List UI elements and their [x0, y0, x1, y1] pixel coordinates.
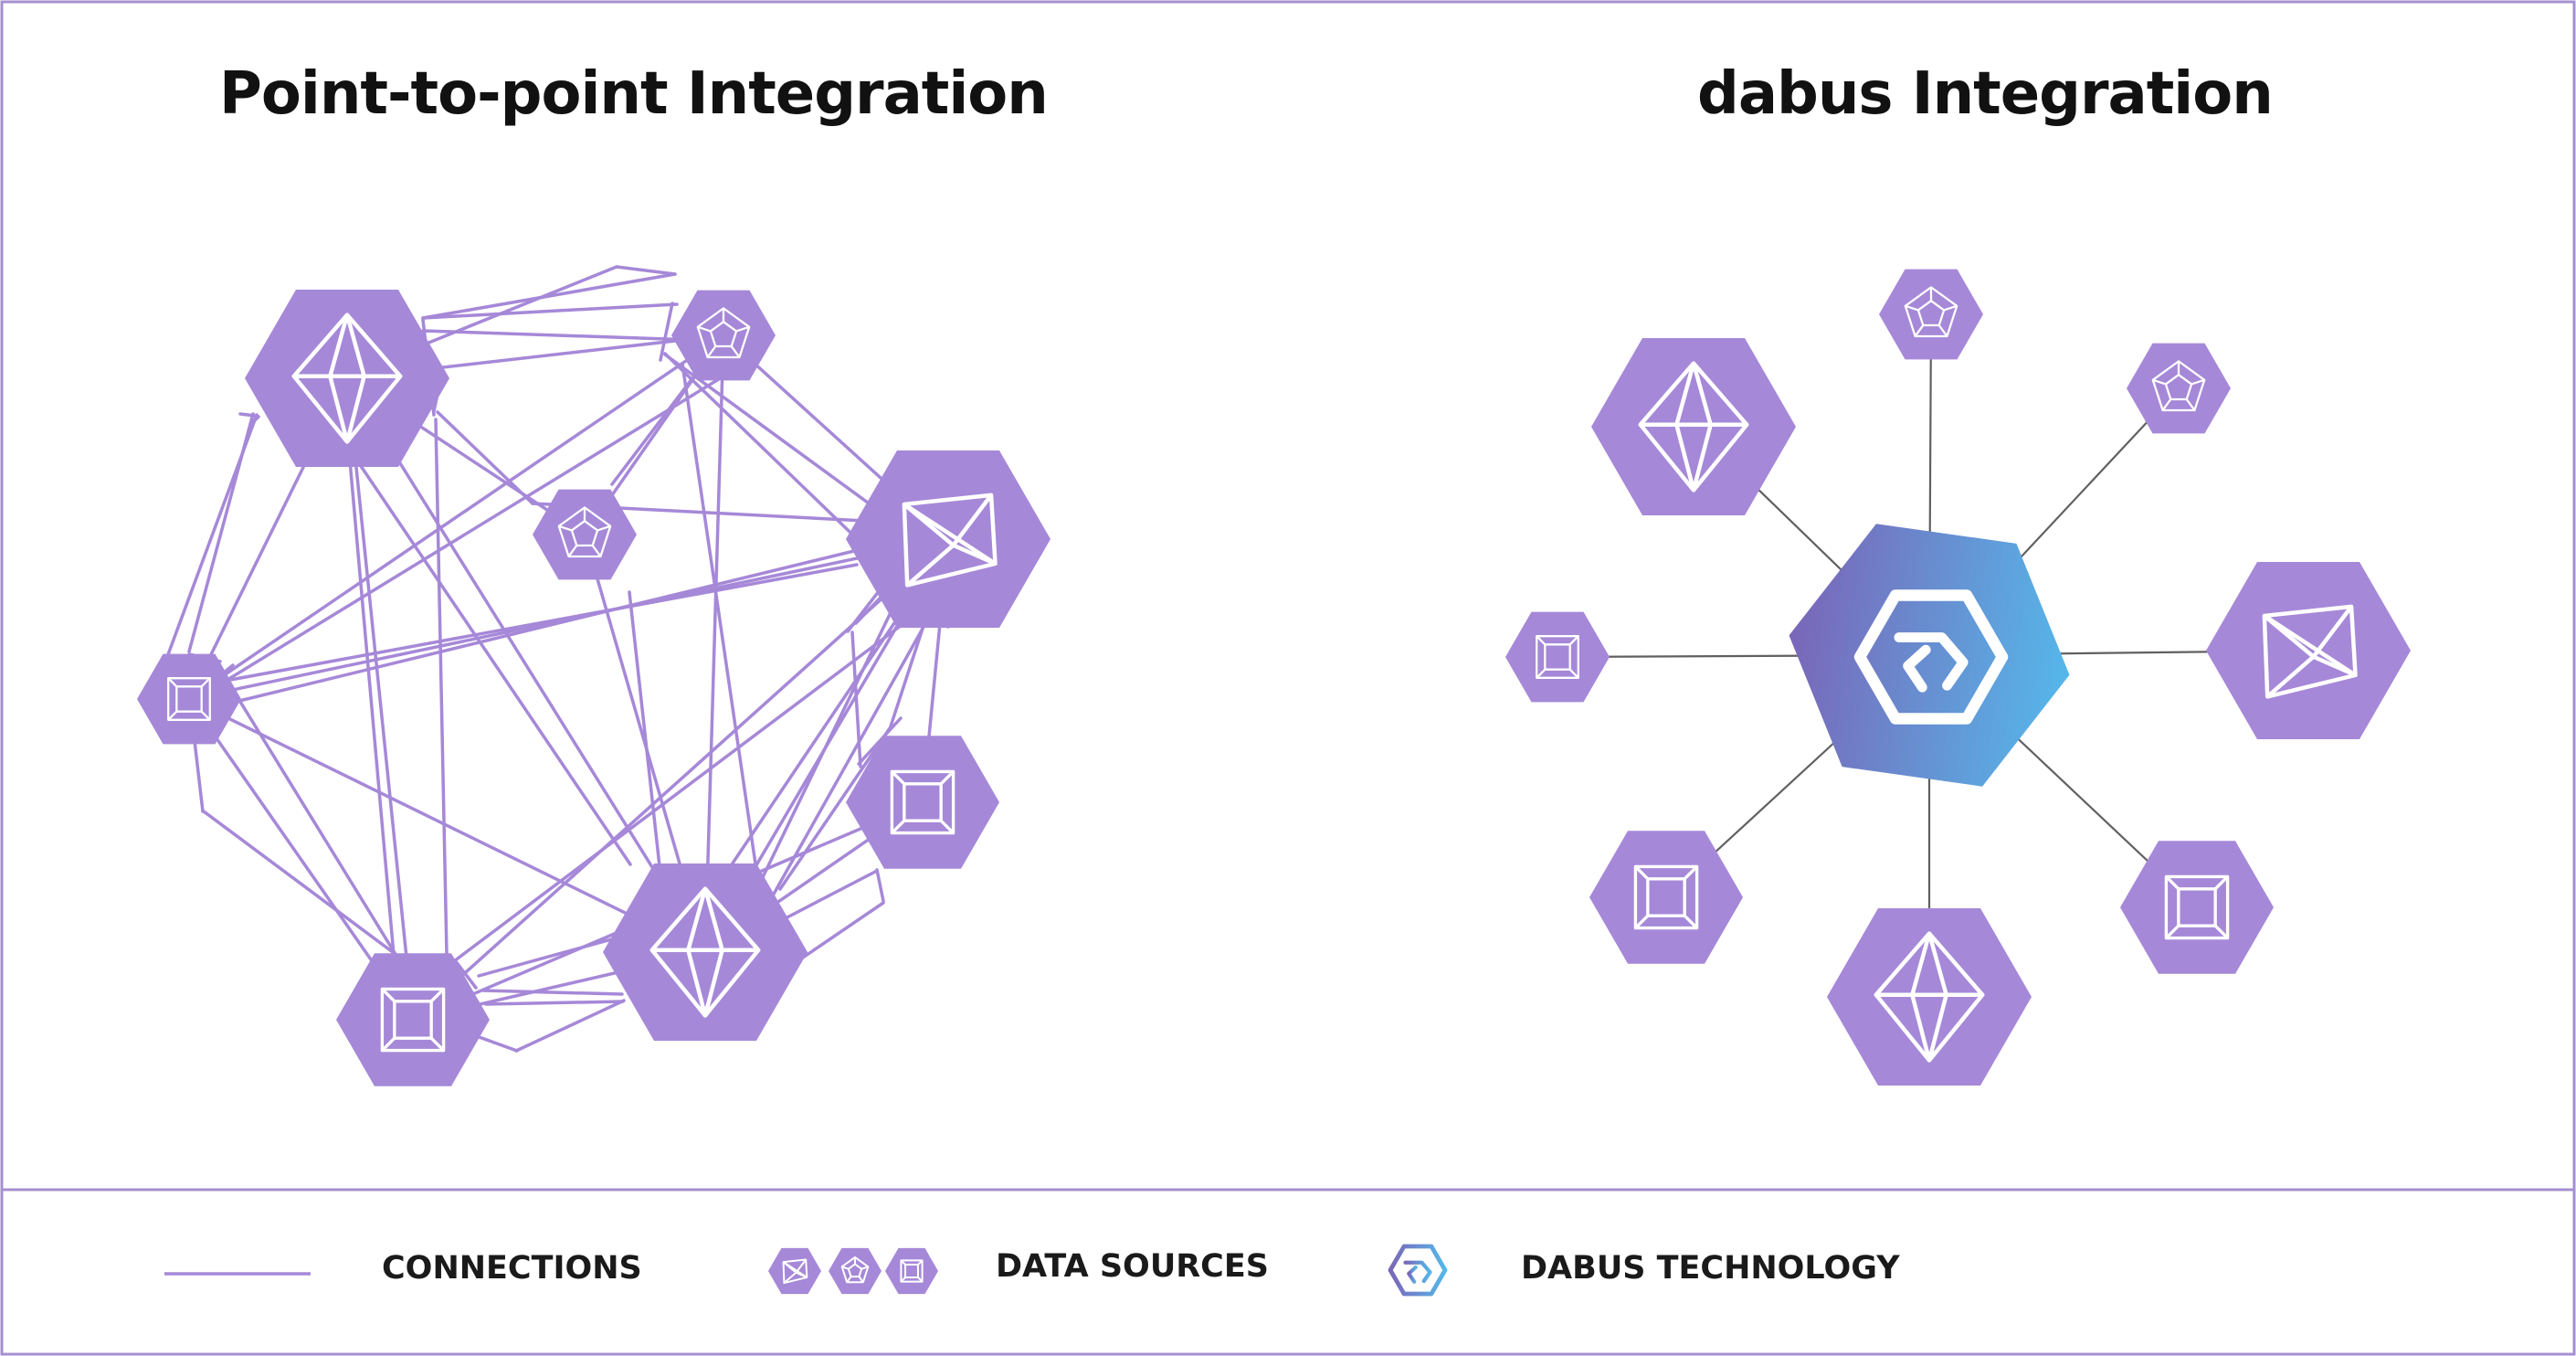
hub-hexagon	[1789, 524, 2070, 787]
square-frame-icon	[890, 769, 955, 835]
connection-line	[187, 412, 255, 653]
connection-line	[452, 612, 918, 963]
connection-line	[514, 999, 626, 1053]
hexagon-shape	[2127, 343, 2231, 434]
data-source-node	[137, 653, 241, 745]
connection-line	[251, 415, 260, 424]
legend-dabus-logo	[1388, 1244, 1448, 1297]
data-source-node	[1591, 338, 1796, 515]
connection-line	[875, 868, 885, 903]
connection-line	[681, 362, 760, 885]
connection-line	[615, 265, 677, 276]
data-source-node	[846, 736, 999, 869]
dabus-nodes	[1505, 269, 2411, 1086]
connection-line	[421, 329, 695, 342]
connection-line	[188, 697, 706, 954]
connection-line	[703, 334, 725, 953]
pentagon-icon	[840, 1255, 870, 1284]
connection-line	[484, 1000, 625, 1006]
pentagon-icon	[1904, 286, 1958, 338]
data-source-node	[603, 863, 808, 1041]
right-title: dabus Integration	[1697, 60, 2274, 128]
connection-line	[238, 548, 860, 703]
tetrahedron-icon	[2262, 604, 2358, 699]
connection-line	[762, 619, 929, 914]
square-frame-icon	[167, 677, 211, 721]
data-source-node	[245, 290, 449, 467]
tetrahedron-icon	[782, 1258, 808, 1285]
point-to-point-nodes	[137, 290, 1050, 1086]
connection-line	[188, 334, 724, 701]
data-source-node	[2206, 562, 2411, 739]
connection-line	[778, 869, 879, 923]
connection-line	[421, 272, 677, 320]
connection-line	[221, 376, 723, 684]
connection-line	[228, 683, 398, 958]
square-frame-icon	[380, 987, 446, 1053]
legend-data-source-node	[768, 1247, 821, 1295]
square-frame-icon	[1633, 864, 1699, 930]
connection-line	[202, 810, 409, 965]
pentagon-icon	[557, 506, 612, 558]
data-source-node	[2127, 343, 2231, 434]
hexagon-shape	[846, 736, 999, 869]
data-source-node	[671, 290, 776, 381]
hexagon-shape	[533, 489, 637, 580]
data-source-node	[846, 450, 1050, 628]
data-source-node	[1505, 611, 1610, 703]
connection-line	[778, 726, 892, 891]
connection-line	[214, 563, 859, 684]
data-source-node	[1827, 908, 2032, 1086]
legend-data-sources-label: DATA SOURCES	[996, 1248, 1269, 1285]
square-frame-icon	[1536, 635, 1579, 679]
connection-line	[345, 377, 415, 1021]
hexagon-shape	[885, 1247, 938, 1295]
connection-line	[659, 302, 674, 362]
connection-line	[345, 377, 707, 953]
legend-technology-label: DABUS TECHNOLOGY	[1521, 1250, 1900, 1287]
square-frame-icon	[900, 1259, 924, 1283]
pentagon-icon	[696, 307, 751, 359]
legend-connections-label: CONNECTIONS	[382, 1250, 642, 1287]
data-source-node	[1589, 831, 1743, 964]
dabus-hub	[1789, 524, 2070, 787]
hexagon-shape	[1879, 269, 1983, 360]
connection-line	[359, 464, 632, 866]
octahedron-icon	[1874, 931, 1985, 1063]
legend-data-source-node	[885, 1247, 938, 1295]
legend	[164, 1244, 1448, 1297]
hexagon-shape	[137, 653, 241, 745]
pentagon-icon	[2151, 360, 2206, 412]
hexagon-shape	[2120, 841, 2274, 974]
data-source-node	[1879, 269, 1983, 360]
connection-line	[421, 302, 679, 320]
connection-line	[434, 418, 449, 956]
connection-line	[628, 590, 661, 868]
tetrahedron-icon	[902, 493, 998, 588]
data-source-node	[336, 953, 490, 1086]
square-frame-icon	[2164, 874, 2230, 940]
data-source-node	[2120, 841, 2274, 974]
hexagon-shape	[1505, 611, 1610, 703]
data-source-node	[533, 489, 637, 580]
connection-line	[348, 459, 396, 957]
dabus-logo-icon	[1388, 1244, 1448, 1297]
hexagon-shape	[1589, 831, 1743, 964]
connection-line	[481, 989, 624, 996]
octahedron-icon	[1638, 361, 1749, 493]
dabus-logo-icon	[1853, 589, 2009, 725]
legend-data-source-node	[829, 1247, 882, 1295]
hexagon-shape	[671, 290, 776, 381]
octahedron-icon	[649, 886, 761, 1018]
connection-line	[188, 537, 949, 701]
hexagon-shape	[829, 1247, 882, 1295]
hexagon-shape	[336, 953, 490, 1086]
left-title: Point-to-point Integration	[219, 60, 1049, 128]
octahedron-icon	[291, 313, 403, 444]
connection-line	[411, 537, 950, 1022]
